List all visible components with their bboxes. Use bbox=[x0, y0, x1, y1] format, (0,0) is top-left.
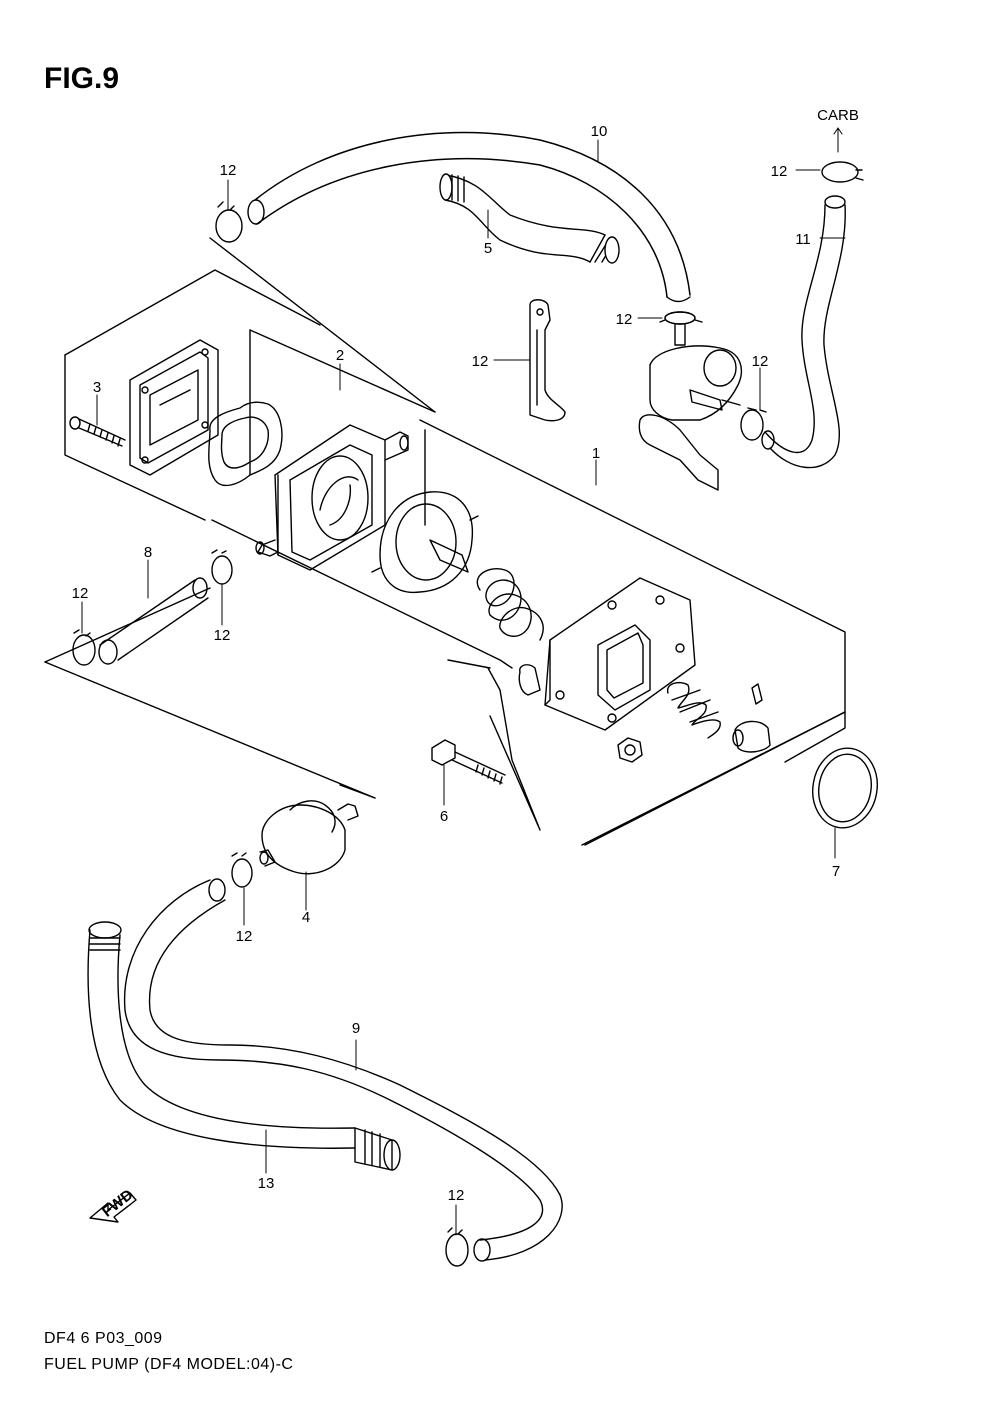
hose-9 bbox=[123, 878, 563, 1262]
leader-lines bbox=[81, 127, 846, 1236]
bolt-6 bbox=[431, 739, 506, 785]
callout-10: 10 bbox=[591, 123, 608, 140]
spring-small bbox=[666, 681, 721, 739]
valve-plug bbox=[732, 720, 771, 753]
clamp-12-fitting bbox=[659, 311, 703, 325]
callout-3: 3 bbox=[93, 379, 101, 396]
spring-large bbox=[476, 568, 544, 641]
fuel-filter-4 bbox=[259, 800, 359, 875]
pump-body bbox=[255, 424, 409, 571]
callout-9: 9 bbox=[352, 1020, 360, 1037]
callout-13: 12 bbox=[472, 353, 489, 370]
screw-3 bbox=[69, 416, 126, 447]
clamp-12-bottom bbox=[445, 1227, 469, 1267]
clamp-12-mid bbox=[211, 549, 233, 585]
fuel-cock bbox=[638, 311, 742, 491]
callout-12: 12 bbox=[771, 163, 788, 180]
nut bbox=[617, 737, 643, 763]
callout-12: 12 bbox=[236, 928, 253, 945]
gasket-plate bbox=[129, 339, 219, 476]
callout-12: 12 bbox=[220, 162, 237, 179]
fwd-arrow-icon: FWD bbox=[89, 1186, 137, 1223]
carb-label: CARB bbox=[817, 107, 859, 124]
o-ring-7 bbox=[812, 747, 878, 829]
callout-5: 5 bbox=[484, 240, 492, 257]
callout-12: 12 bbox=[214, 627, 231, 644]
clamp-12-carb bbox=[821, 161, 864, 183]
assembly-outline bbox=[44, 237, 846, 846]
diagram-caption: FUEL PUMP (DF4 MODEL:04)-C bbox=[44, 1356, 294, 1373]
callout-11: 11 bbox=[795, 231, 811, 248]
hose-10 bbox=[247, 131, 691, 303]
callout-8: 8 bbox=[144, 544, 152, 561]
hose-5 bbox=[439, 173, 620, 264]
pin bbox=[751, 683, 763, 705]
callout-14: 13 bbox=[258, 1175, 275, 1192]
callout-12: 12 bbox=[448, 1187, 465, 1204]
clamp-12-top-left bbox=[215, 201, 243, 243]
callout-1: 1 bbox=[592, 445, 600, 462]
callout-4: 4 bbox=[302, 909, 310, 926]
figure-title: FIG.9 bbox=[44, 62, 120, 95]
callout-2: 2 bbox=[336, 347, 344, 364]
hose-11 bbox=[761, 195, 846, 469]
pump-cover bbox=[518, 577, 696, 731]
callout-7: 7 bbox=[832, 863, 840, 880]
bracket-13 bbox=[529, 299, 566, 422]
clamp-12-left bbox=[72, 629, 96, 666]
clamp-12-right bbox=[740, 407, 767, 441]
callout-12: 12 bbox=[72, 585, 89, 602]
callout-6: 6 bbox=[440, 808, 448, 825]
diagram-code: DF4 6 P03_009 bbox=[44, 1330, 163, 1347]
fwd-label: FWD bbox=[99, 1186, 137, 1221]
callout-12: 12 bbox=[616, 311, 633, 328]
diaphragm bbox=[371, 491, 479, 594]
callout-12: 12 bbox=[752, 353, 769, 370]
gasket-wavy bbox=[208, 401, 283, 487]
pipe-8 bbox=[98, 577, 209, 665]
clamp-12-filter bbox=[231, 852, 253, 888]
hose-14 bbox=[87, 921, 401, 1171]
